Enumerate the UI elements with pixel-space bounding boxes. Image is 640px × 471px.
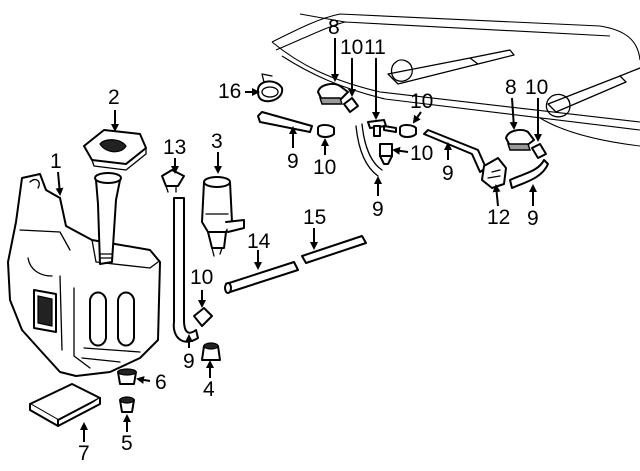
callout-15: 15 <box>303 206 326 229</box>
callout-10-top: 10 <box>340 36 363 59</box>
vertical-hose <box>172 197 199 343</box>
callout-9-right: 9 <box>442 162 454 185</box>
pump-grommet <box>201 342 221 361</box>
callout-6: 6 <box>155 371 167 394</box>
vehicle-cowl-outline <box>271 13 640 147</box>
small-grommet <box>119 396 135 413</box>
tube-15 <box>301 235 367 264</box>
washer-reservoir <box>7 172 161 377</box>
callout-10-left: 10 <box>313 156 336 179</box>
callout-10-right: 10 <box>525 76 548 99</box>
callout-10-mid: 10 <box>410 90 433 113</box>
hose-9-center <box>355 123 383 177</box>
connector-10-center <box>379 143 393 165</box>
hose-connector-13 <box>161 169 185 193</box>
connector-10-nozzle-right <box>531 143 547 159</box>
reservoir-cap <box>83 129 147 171</box>
check-valve-12 <box>481 157 507 189</box>
tube-14 <box>224 261 299 294</box>
callout-5: 5 <box>121 432 133 455</box>
washer-nozzle-right <box>505 129 535 151</box>
tee-connector-11 <box>367 119 397 137</box>
callout-2: 2 <box>108 86 120 109</box>
callout-12: 12 <box>487 206 510 229</box>
connector-10-left <box>317 124 335 138</box>
callout-9-center: 9 <box>372 198 384 221</box>
grommet-ring-16 <box>257 73 284 103</box>
callout-9-far-right: 9 <box>527 207 539 230</box>
hose-9-left <box>257 111 313 133</box>
callout-7: 7 <box>78 442 90 465</box>
callout-8-right: 8 <box>505 76 517 99</box>
callout-8-left: 8 <box>328 16 340 39</box>
callout-13: 13 <box>163 136 186 159</box>
callout-9-left: 9 <box>287 150 299 173</box>
callout-9-bottom: 9 <box>183 350 195 373</box>
callout-10-low: 10 <box>190 266 213 289</box>
wiper-arm-left <box>387 49 515 85</box>
callout-11: 11 <box>364 36 386 59</box>
callout-labels: 1 2 3 4 5 6 7 8 8 9 9 9 9 9 10 10 10 10 … <box>50 16 548 465</box>
leader-arrows <box>55 38 542 442</box>
callout-3: 3 <box>211 130 223 153</box>
callout-10-center: 10 <box>410 142 433 165</box>
connector-10-low <box>193 307 213 327</box>
connector-10-nozzle-left <box>343 97 359 113</box>
washer-pump <box>201 176 245 257</box>
connector-10-center-right <box>399 124 417 138</box>
reservoir-grommet <box>117 368 137 385</box>
hose-9-right-curve <box>509 159 549 189</box>
callout-4: 4 <box>203 378 215 401</box>
washer-nozzle-left <box>317 83 349 105</box>
callout-14: 14 <box>247 230 271 253</box>
reservoir-pad <box>29 383 101 427</box>
callout-16: 16 <box>218 80 241 103</box>
wiper-arm-right <box>545 67 640 118</box>
callout-1: 1 <box>50 150 62 173</box>
